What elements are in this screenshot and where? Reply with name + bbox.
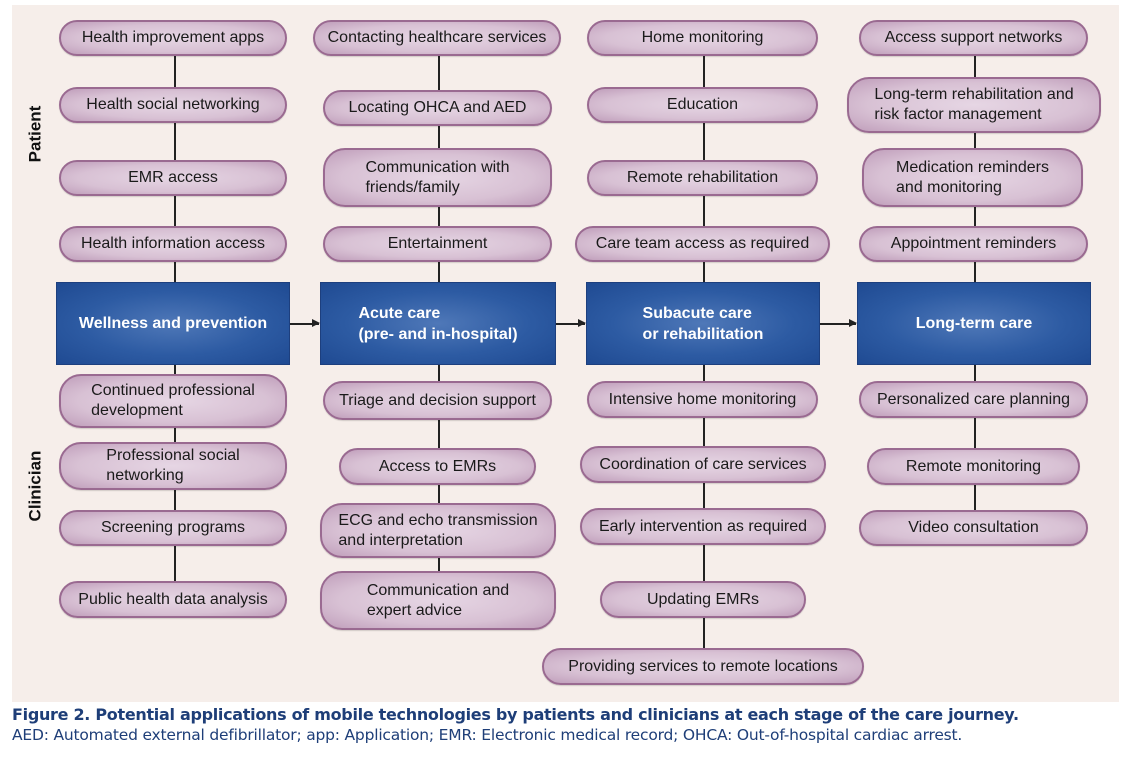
pill-coordination-care-services: Coordination of care services [580, 446, 826, 483]
stage-long-term-care: Long-term care [857, 282, 1091, 365]
pill-screening-programs: Screening programs [59, 510, 287, 546]
pill-health-information-access: Health information access [59, 226, 287, 262]
pill-remote-monitoring: Remote monitoring [867, 448, 1080, 485]
arrow-right-icon [556, 320, 586, 326]
arrow-right-icon [290, 320, 320, 326]
patient-label: Patient [25, 105, 45, 163]
pill-remote-rehabilitation: Remote rehabilitation [587, 160, 818, 196]
stage-wellness-prevention: Wellness and prevention [56, 282, 290, 365]
pill-video-consultation: Video consultation [859, 510, 1088, 546]
pill-early-intervention: Early intervention as required [580, 508, 826, 545]
pill-emr-access: EMR access [59, 160, 287, 196]
stage-acute-care: Acute care(pre- and in-hospital) [320, 282, 556, 365]
clinician-label: Clinician [25, 450, 45, 522]
arrow-right-icon [820, 320, 857, 326]
pill-providing-services-remote: Providing services to remote locations [542, 648, 864, 685]
pill-personalized-care-planning: Personalized care planning [859, 381, 1088, 418]
pill-health-social-networking: Health social networking [59, 87, 287, 123]
pill-contacting-healthcare-services: Contacting healthcare services [313, 20, 561, 56]
figure-caption-title: Figure 2. Potential applications of mobi… [12, 705, 1019, 724]
pill-locating-ohca-aed: Locating OHCA and AED [323, 90, 552, 126]
pill-public-health-data-analysis: Public health data analysis [59, 581, 287, 618]
pill-intensive-home-monitoring: Intensive home monitoring [587, 381, 818, 418]
pill-appointment-reminders: Appointment reminders [859, 226, 1088, 262]
pill-education: Education [587, 87, 818, 123]
pill-entertainment: Entertainment [323, 226, 552, 262]
pill-care-team-access: Care team access as required [575, 226, 830, 262]
pill-access-support-networks: Access support networks [859, 20, 1088, 56]
pill-health-improvement-apps: Health improvement apps [59, 20, 287, 56]
pill-triage-decision-support: Triage and decision support [323, 381, 552, 420]
figure-caption-note: AED: Automated external defibrillator; a… [12, 726, 963, 744]
pill-access-to-emrs: Access to EMRs [339, 448, 536, 485]
pill-home-monitoring: Home monitoring [587, 20, 818, 56]
pill-updating-emrs: Updating EMRs [600, 581, 806, 618]
